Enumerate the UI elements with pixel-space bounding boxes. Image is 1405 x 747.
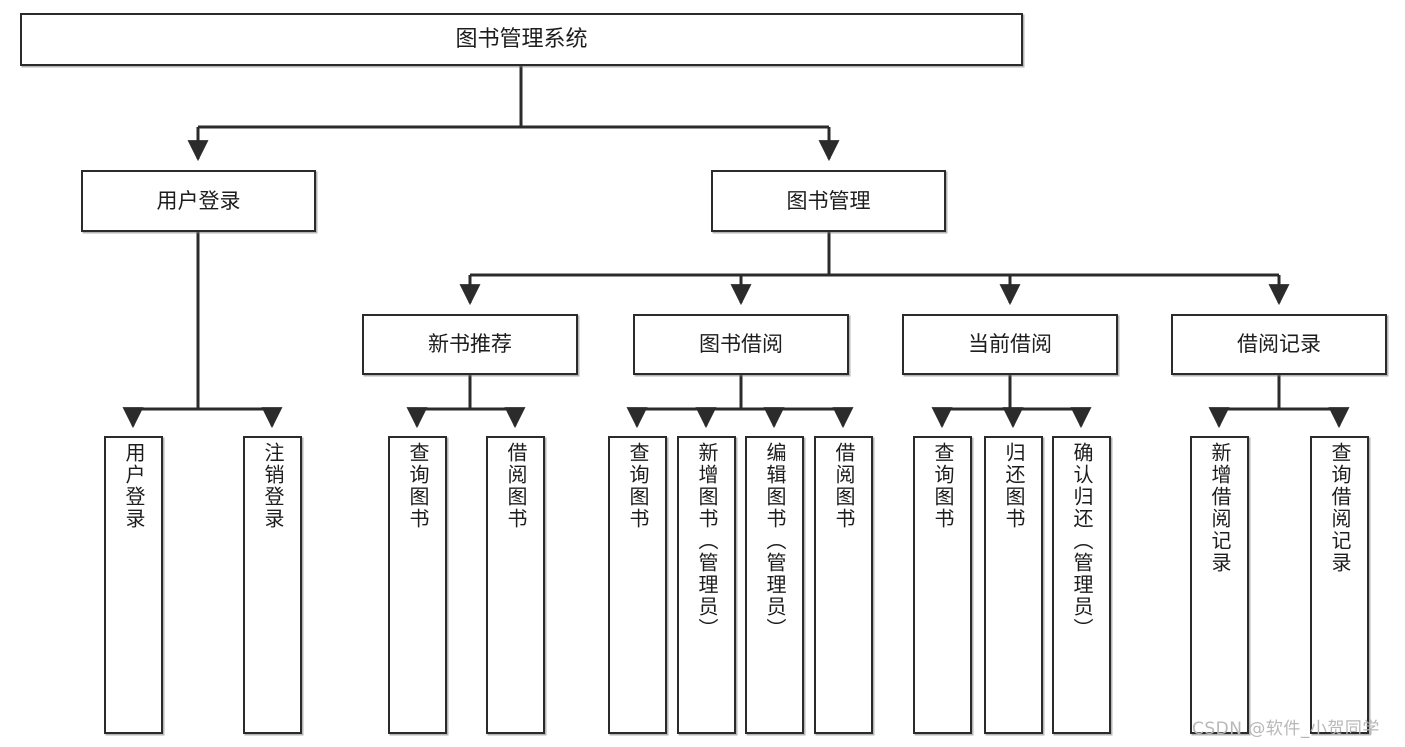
node-leaf-query-record[interactable]: 查询借阅记录 [1310, 436, 1369, 734]
node-label: 借阅图书 [832, 442, 856, 530]
node-label: 查询借阅记录 [1328, 442, 1352, 574]
node-leaf-add-record[interactable]: 新增借阅记录 [1190, 436, 1249, 734]
node-leaf-return-book[interactable]: 归还图书 [984, 436, 1043, 734]
node-borrow-record[interactable]: 借阅记录 [1171, 314, 1387, 375]
node-label: 借阅图书 [504, 442, 528, 530]
node-label: 归还图书 [1002, 442, 1026, 530]
node-label: 图书管理系统 [455, 26, 588, 52]
node-label: 查询图书 [626, 442, 650, 530]
node-label: 新增借阅记录 [1208, 442, 1232, 574]
node-new-book-rec[interactable]: 新书推荐 [362, 314, 578, 375]
node-leaf-query-book-2[interactable]: 查询图书 [608, 436, 667, 734]
node-label: 用户登录 [156, 188, 241, 213]
node-leaf-borrow-book-1[interactable]: 借阅图书 [486, 436, 545, 734]
node-book-manage[interactable]: 图书管理 [711, 170, 946, 232]
node-leaf-borrow-book-2[interactable]: 借阅图书 [814, 436, 873, 734]
node-label: 图书管理 [786, 188, 871, 213]
node-label: 借阅记录 [1237, 332, 1321, 357]
node-label: 当前借阅 [968, 332, 1052, 357]
node-leaf-user-logout[interactable]: 注销登录 [243, 436, 302, 734]
node-label: 查询图书 [931, 442, 955, 530]
node-label: 注销登录 [261, 442, 285, 530]
node-leaf-query-book-1[interactable]: 查询图书 [388, 436, 447, 734]
node-leaf-user-login[interactable]: 用户登录 [104, 436, 163, 734]
node-user-login[interactable]: 用户登录 [81, 170, 316, 232]
node-book-borrow[interactable]: 图书借阅 [633, 314, 849, 375]
node-label: 查询图书 [406, 442, 430, 530]
node-label: 图书借阅 [699, 332, 783, 357]
node-leaf-query-book-3[interactable]: 查询图书 [913, 436, 972, 734]
node-current-borrow[interactable]: 当前借阅 [902, 314, 1118, 375]
node-label: 新书推荐 [428, 332, 512, 357]
node-label: 编辑图书（管理员） [763, 442, 787, 640]
node-label: 新增图书（管理员） [695, 442, 719, 640]
node-root[interactable]: 图书管理系统 [20, 13, 1023, 66]
node-leaf-add-book[interactable]: 新增图书（管理员） [677, 436, 736, 734]
node-label: 用户登录 [122, 442, 146, 530]
node-leaf-edit-book[interactable]: 编辑图书（管理员） [745, 436, 804, 734]
node-leaf-confirm-return[interactable]: 确认归还（管理员） [1052, 436, 1111, 734]
node-label: 确认归还（管理员） [1070, 442, 1094, 640]
